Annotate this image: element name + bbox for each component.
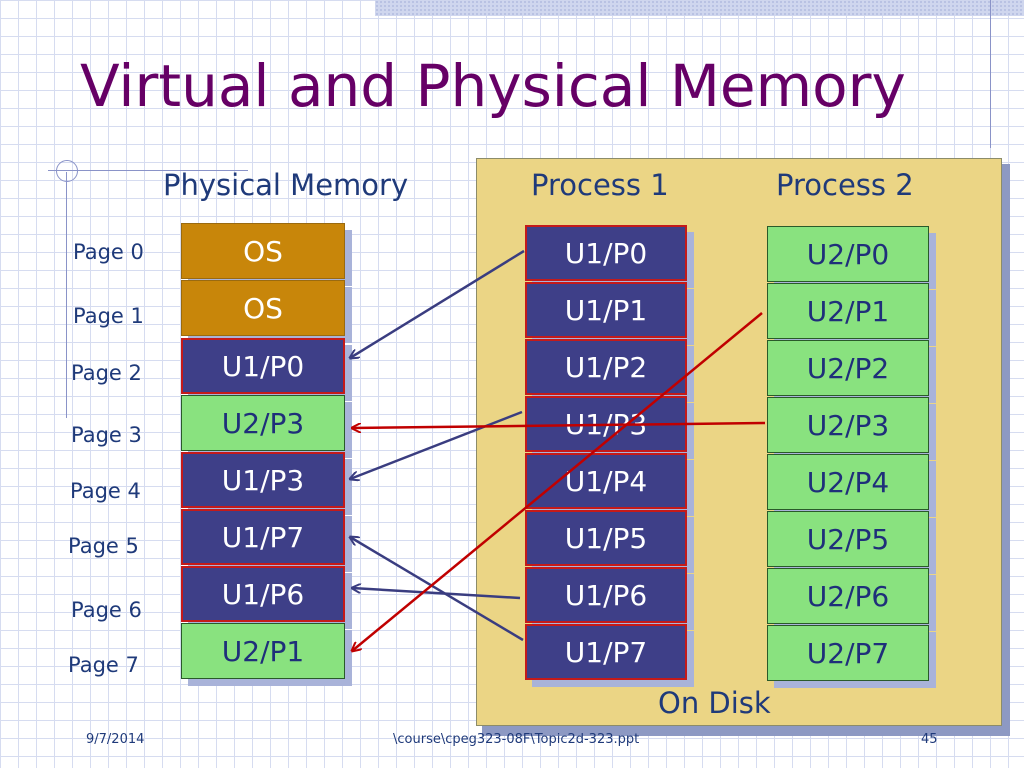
decor-circle [56,160,78,182]
page-label: Page 3 [71,423,142,447]
physical-memory-header: Physical Memory [163,168,409,202]
top-decoration-strip [375,0,1024,16]
page-label: Page 1 [73,304,144,328]
process2-page-5: U2/P5 [767,511,929,567]
process1-page-2: U1/P2 [525,339,687,395]
page-label: Page 5 [68,534,139,558]
process2-page-1: U2/P1 [767,283,929,339]
process1-header: Process 1 [531,168,669,202]
physical-frame-2: U1/P0 [181,338,345,394]
process2-page-0: U2/P0 [767,226,929,282]
physical-frame-5: U1/P7 [181,509,345,565]
physical-frame-6: U1/P6 [181,566,345,622]
arrow-u2p1-to-page7 [352,312,763,651]
on-disk-label: On Disk [658,686,771,720]
arrow-u1p3-to-page4 [350,410,523,479]
physical-frame-1: OS [181,280,345,336]
process1-page-5: U1/P5 [525,510,687,566]
physical-frame-4: U1/P3 [181,452,345,508]
process2-page-3: U2/P3 [767,397,929,453]
decor-line [66,172,67,418]
process2-header: Process 2 [776,168,914,202]
page-label: Page 0 [73,240,144,264]
physical-frame-0: OS [181,223,345,279]
process2-page-4: U2/P4 [767,454,929,510]
process2-page-2: U2/P2 [767,340,929,396]
footer-date: 9/7/2014 [86,732,145,747]
decor-line [990,0,991,148]
footer-path: \course\cpeg323-08F\Topic2d-323.ppt [393,732,640,747]
page-label: Page 2 [71,361,142,385]
process2-page-7: U2/P7 [767,625,929,681]
process1-page-7: U1/P7 [525,624,687,680]
process2-page-6: U2/P6 [767,568,929,624]
arrow-u1p7-to-page5 [350,537,524,642]
arrow-u2p3-to-page3 [352,421,766,428]
process1-page-4: U1/P4 [525,453,687,509]
physical-frame-7: U2/P1 [181,623,345,679]
slide-title: Virtual and Physical Memory [80,52,906,120]
physical-frame-3: U2/P3 [181,395,345,451]
page-label: Page 4 [70,479,141,503]
decor-line [48,170,248,171]
page-label: Page 7 [68,653,139,677]
process1-page-6: U1/P6 [525,567,687,623]
process1-page-1: U1/P1 [525,282,687,338]
process1-page-0: U1/P0 [525,225,687,281]
footer-page-number: 45 [921,732,938,747]
arrow-u1p6-to-page6 [352,588,521,600]
page-label: Page 6 [71,598,142,622]
arrow-u1p0-to-page2 [350,249,525,358]
